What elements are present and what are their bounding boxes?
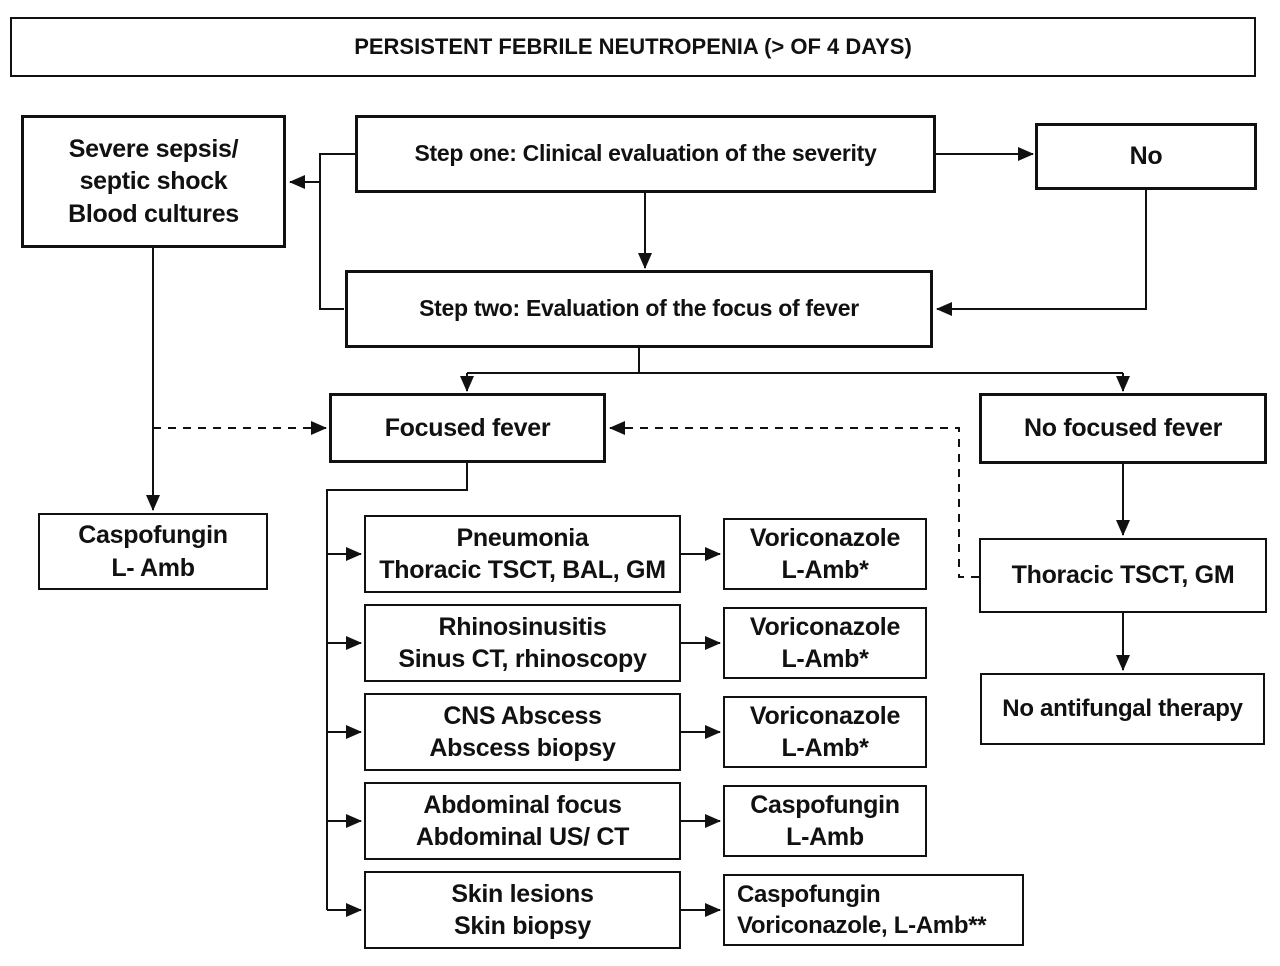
- node-focused-fever: Focused fever: [329, 393, 606, 463]
- condition-line: Skin biopsy: [453, 912, 591, 940]
- condition-line: Sinus CT, rhinoscopy: [398, 645, 647, 673]
- treatment-line: Voriconazole: [749, 612, 901, 641]
- node-thoracic-tsct-gm: Thoracic TSCT, GM: [979, 538, 1267, 613]
- treatment-line: Voriconazole: [749, 523, 901, 552]
- no-label: No: [1129, 142, 1163, 171]
- focused-fever-label: Focused fever: [384, 413, 551, 442]
- node-treatment-abdominal-focus: Caspofungin L-Amb: [723, 785, 927, 857]
- node-no-focused-fever: No focused fever: [979, 393, 1267, 464]
- condition-line: Abscess biopsy: [429, 734, 616, 762]
- title-label: PERSISTENT FEBRILE NEUTROPENIA (> OF 4 D…: [354, 33, 912, 59]
- condition-line: Thoracic TSCT, BAL, GM: [379, 556, 666, 584]
- node-treatment-pneumonia: Voriconazole L-Amb*: [723, 518, 927, 590]
- treatment-line: L-Amb*: [781, 734, 869, 762]
- caspofungin-lamb-line: Caspofungin: [78, 521, 228, 549]
- node-title: PERSISTENT FEBRILE NEUTROPENIA (> OF 4 D…: [10, 17, 1256, 77]
- step-one-label: Step one: Clinical evaluation of the sev…: [414, 140, 877, 167]
- treatment-line: L-Amb*: [781, 556, 869, 584]
- node-skin-lesions: Skin lesions Skin biopsy: [364, 871, 681, 949]
- treatment-line: Voriconazole, L-Amb**: [737, 912, 987, 939]
- node-caspofungin-lamb: Caspofungin L- Amb: [38, 513, 268, 590]
- severe-sepsis-line: Severe sepsis/: [68, 134, 239, 163]
- condition-line: CNS Abscess: [443, 701, 602, 730]
- step-two-label: Step two: Evaluation of the focus of fev…: [419, 295, 859, 322]
- no-antifungal-therapy-label: No antifungal therapy: [1002, 695, 1243, 723]
- node-abdominal-focus: Abdominal focus Abdominal US/ CT: [364, 782, 681, 860]
- node-cns-abscess: CNS Abscess Abscess biopsy: [364, 693, 681, 771]
- condition-line: Skin lesions: [451, 879, 594, 908]
- caspofungin-lamb-line: L- Amb: [111, 553, 195, 582]
- node-step-one: Step one: Clinical evaluation of the sev…: [355, 115, 936, 193]
- node-no-antifungal-therapy: No antifungal therapy: [980, 673, 1265, 745]
- node-treatment-rhinosinusitis: Voriconazole L-Amb*: [723, 607, 927, 679]
- treatment-line: L-Amb: [786, 823, 864, 851]
- node-step-two: Step two: Evaluation of the focus of fev…: [345, 270, 933, 348]
- condition-line: Abdominal focus: [423, 790, 622, 819]
- no-focused-fever-label: No focused fever: [1023, 414, 1223, 443]
- edge-no-to-step-two: [936, 190, 1147, 316]
- severe-sepsis-line: septic shock: [79, 167, 228, 196]
- thoracic-tsct-gm-label: Thoracic TSCT, GM: [1011, 561, 1235, 590]
- node-severe-sepsis: Severe sepsis/ septic shock Blood cultur…: [21, 115, 286, 248]
- condition-line: Abdominal US/ CT: [415, 823, 630, 851]
- treatment-line: Caspofungin: [737, 880, 881, 908]
- treatment-line: L-Amb*: [781, 645, 869, 673]
- condition-line: Rhinosinusitis: [438, 612, 607, 641]
- condition-line: Pneumonia: [456, 523, 589, 552]
- node-pneumonia: Pneumonia Thoracic TSCT, BAL, GM: [364, 515, 681, 593]
- treatment-line: Caspofungin: [750, 790, 900, 819]
- treatment-line: Voriconazole: [749, 701, 901, 730]
- node-no: No: [1035, 123, 1257, 190]
- node-treatment-cns-abscess: Voriconazole L-Amb*: [723, 696, 927, 768]
- node-rhinosinusitis: Rhinosinusitis Sinus CT, rhinoscopy: [364, 604, 681, 682]
- node-treatment-skin-lesions: Caspofungin Voriconazole, L-Amb**: [723, 874, 1024, 946]
- severe-sepsis-line: Blood cultures: [68, 199, 239, 228]
